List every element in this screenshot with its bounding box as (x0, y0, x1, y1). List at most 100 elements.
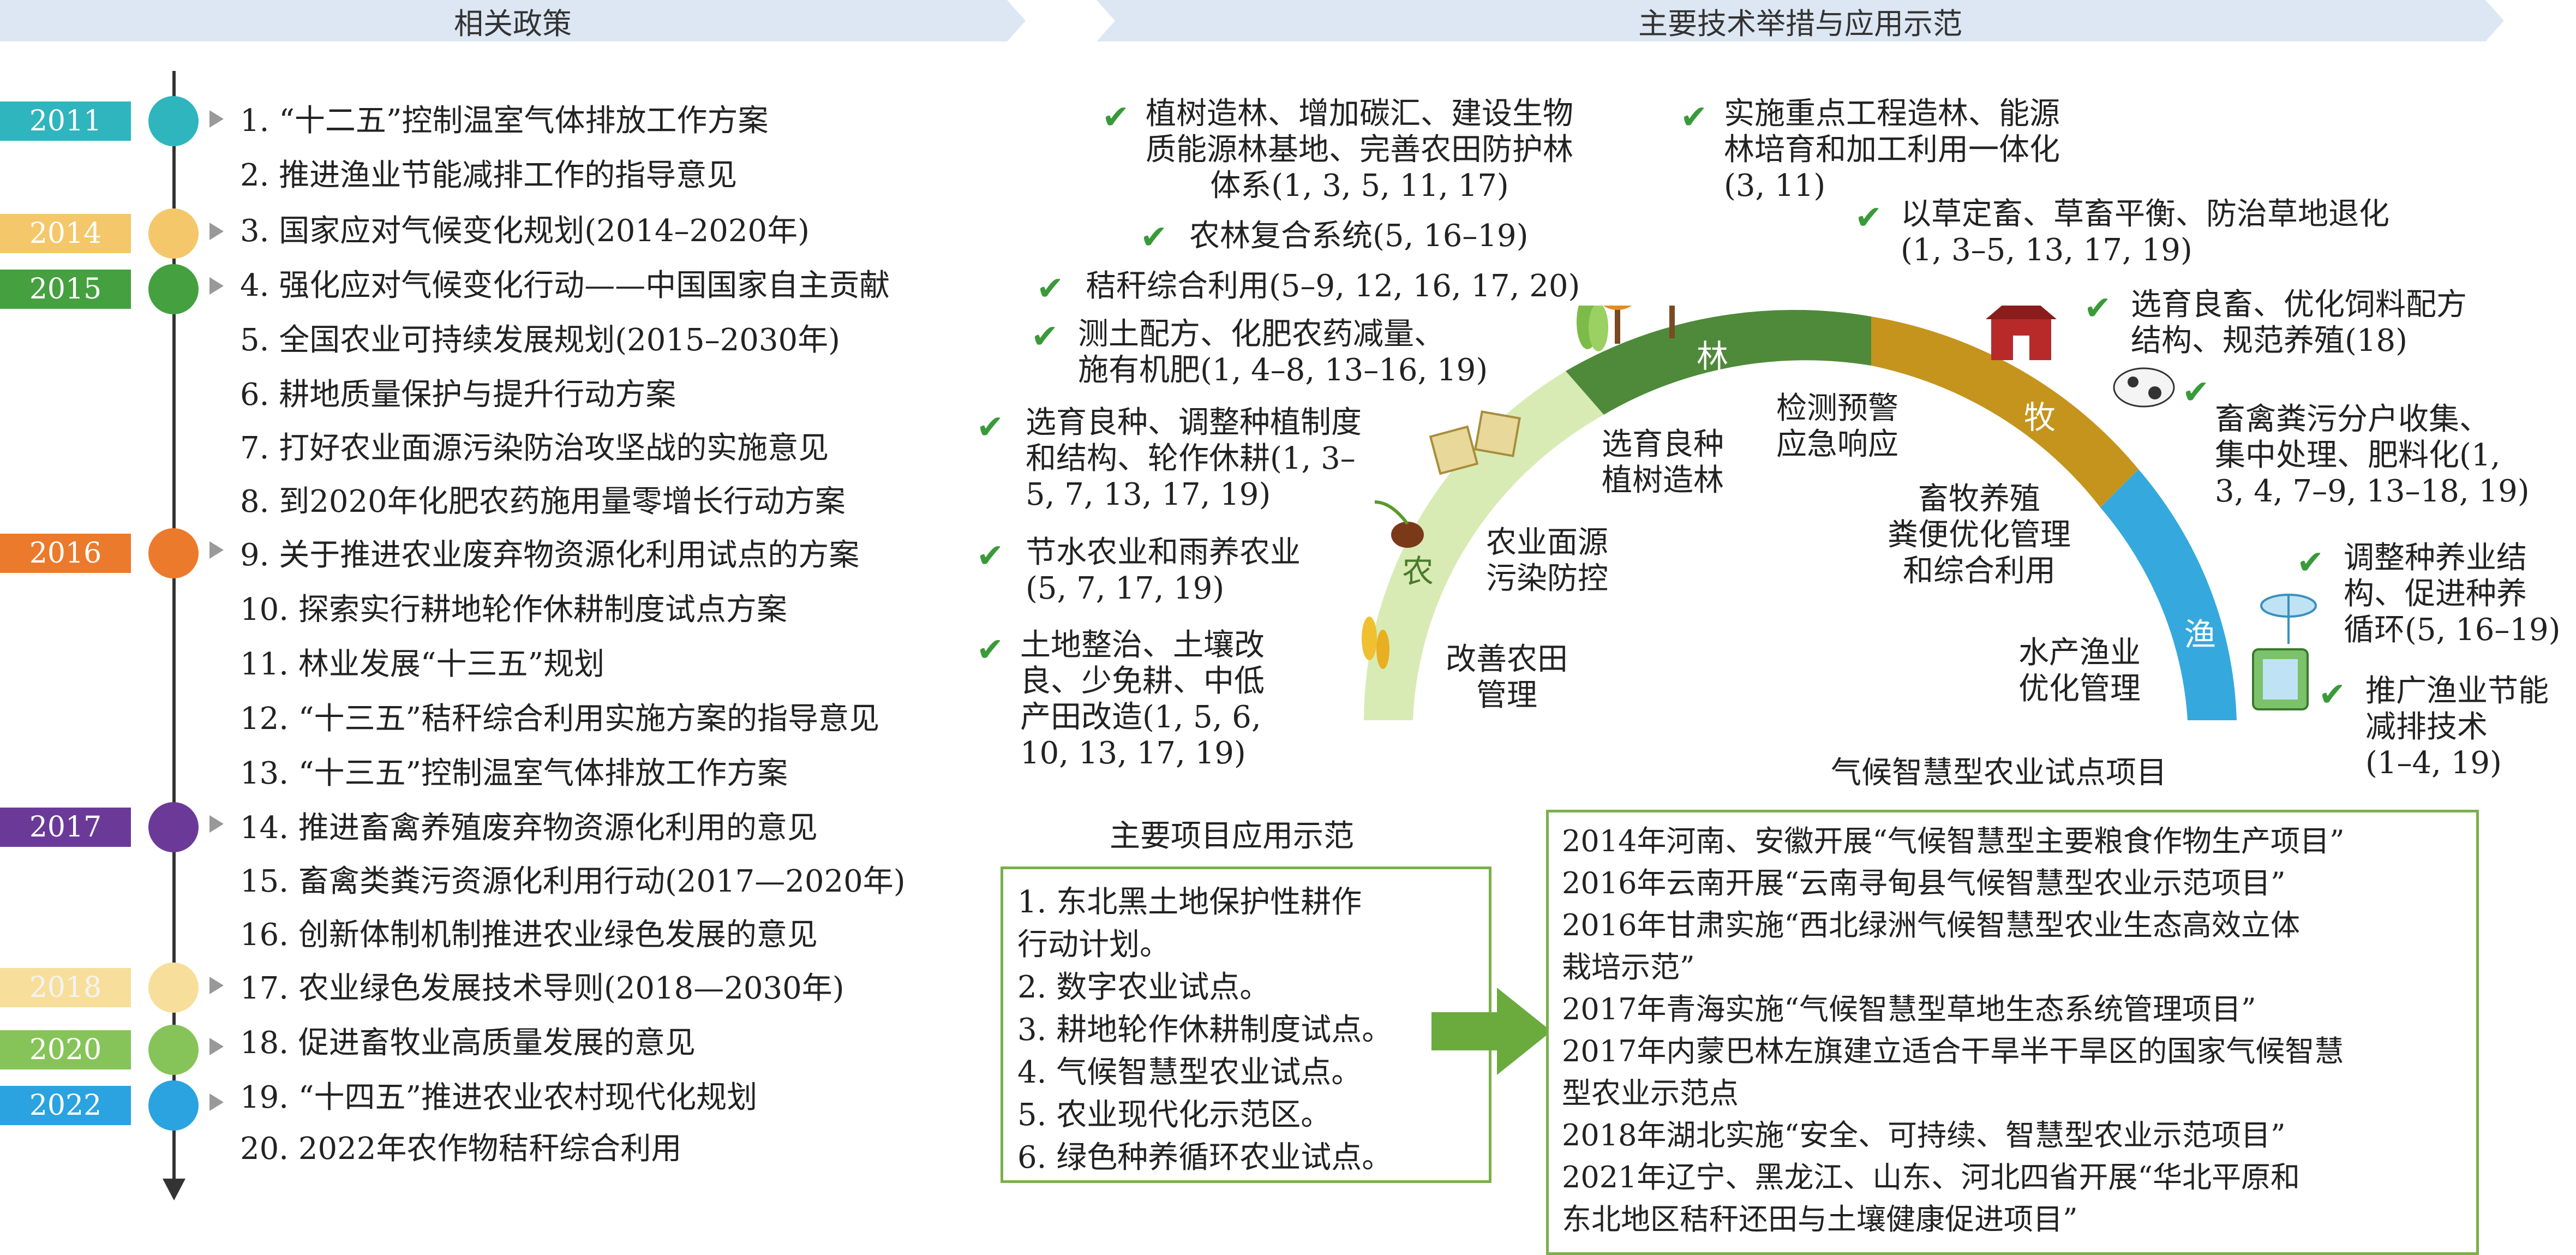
demo-item: 5. 农业现代化示范区。 (1017, 1097, 1332, 1133)
arrow-right-icon (209, 110, 224, 128)
measure-line: 体系(1, 3, 5, 11, 17) (1210, 168, 1509, 204)
measure-line: 3, 4, 7–9, 13–18, 19) (2215, 474, 2530, 509)
arc-segment-nong (1364, 371, 1604, 720)
year-badge-2011: 2011 (0, 101, 131, 141)
policy-item: 10. 探索实行耕地轮作休耕制度试点方案 (240, 592, 787, 628)
demo-item: 2. 数字农业试点。 (1017, 970, 1271, 1005)
inner-line: 选育良种 (1602, 427, 1724, 462)
policy-item: 19. “十四五”推进农业农村现代化规划 (240, 1080, 758, 1115)
fertilizer-bag-icon (1429, 410, 1521, 475)
policy-item: 11. 林业发展“十三五”规划 (240, 647, 605, 682)
tree-icon (1603, 306, 1632, 344)
policy-item: 20. 2022年农作物秸秆综合利用 (240, 1131, 682, 1167)
header-left-label: 相关政策 (454, 6, 572, 41)
inner-text-breeding: 选育良种植树造林 (1602, 427, 1724, 499)
year-badge-2022: 2022 (0, 1086, 131, 1125)
inner-text-livestock: 畜牧养殖粪便优化管理和综合利用 (1888, 481, 2071, 589)
year-label: 2015 (29, 273, 102, 306)
demo-item: 3. 耕地轮作休耕制度试点。 (1017, 1012, 1393, 1048)
check-icon: ✔ (1037, 270, 1064, 308)
header-related-policies: 相关政策 (0, 0, 1026, 41)
measure-line: 节水农业和雨养农业 (1026, 535, 1301, 570)
measure-line: 测土配方、化肥农药减量、 (1078, 316, 1445, 352)
measure-agroforestry: 农林复合系统(5, 16–19) (1189, 218, 1529, 254)
year-dot-2011 (148, 96, 199, 146)
measure-line: 植树造林、增加碳汇、建设生物 (1146, 96, 1573, 132)
year-badge-2018: 2018 (0, 968, 131, 1007)
year-label: 2011 (29, 105, 102, 138)
policy-item: 9. 关于推进农业废弃物资源化利用试点的方案 (240, 537, 860, 573)
policy-item: 16. 创新体制机制推进农业绿色发展的意见 (240, 917, 818, 953)
year-label: 2014 (29, 217, 102, 250)
arrow-right-icon (209, 977, 224, 994)
policy-item: 5. 全国农业可持续发展规划(2015–2030年) (240, 322, 840, 358)
measure-fishery-energy: 推广渔业节能减排技术(1–4, 19) (2365, 673, 2549, 781)
tree-icon (1669, 306, 1675, 338)
check-icon: ✔ (977, 631, 1004, 669)
measure-line: 畜禽粪污分户收集、 (2215, 402, 2490, 437)
year-dot-2017 (148, 802, 199, 852)
demo-item: 1. 东北黑土地保护性耕作 (1017, 885, 1362, 920)
year-label: 2020 (29, 1033, 102, 1066)
demo-list: 1. 东北黑土地保护性耕作 行动计划。 2. 数字农业试点。 3. 耕地轮作休耕… (1017, 881, 1392, 1179)
demo-item: 行动计划。 (1017, 927, 1170, 963)
pilot-box: 2014年河南、安徽开展“气候智慧型主要粮食作物生产项目” 2016年云南开展“… (1546, 810, 2479, 1255)
measure-line: 和结构、轮作休耕(1, 3– (1026, 441, 1356, 476)
barn-icon (1986, 306, 2057, 360)
measure-manure: 畜禽粪污分户收集、集中处理、肥料化(1,3, 4, 7–9, 13–18, 19… (2215, 402, 2530, 510)
pilot-item: 2021年辽宁、黑龙江、山东、河北四省开展“华北平原和 (1562, 1160, 2301, 1194)
timeline-axis (172, 71, 176, 1184)
check-icon: ✔ (1680, 98, 1708, 136)
year-dot-2016 (148, 528, 199, 578)
arrow-right-icon (209, 1038, 224, 1055)
measure-line: 构、促进种养 (2344, 576, 2527, 612)
year-label: 2017 (29, 811, 102, 844)
arc-label-lin: 林 (1697, 338, 1729, 375)
aquaculture-icon (2260, 594, 2317, 644)
header-main-measures: 主要技术举措与应用示范 (1097, 0, 2504, 41)
check-icon: ✔ (977, 408, 1004, 446)
arrow-right-icon (1431, 988, 1551, 1075)
policy-item: 12. “十三五”秸秆综合利用实施方案的指导意见 (240, 701, 880, 737)
measure-line: 调整种养业结 (2344, 540, 2527, 576)
year-badge-2020: 2020 (0, 1030, 131, 1069)
policy-item: 18. 促进畜牧业高质量发展的意见 (240, 1025, 696, 1061)
inner-line: 污染防控 (1486, 561, 1608, 596)
arc-segment-yu (2100, 469, 2237, 720)
check-icon: ✔ (2182, 373, 2210, 411)
year-label: 2022 (29, 1089, 102, 1122)
arc-segment-mu (1871, 316, 2138, 507)
header-right-label: 主要技术举措与应用示范 (1638, 6, 1962, 41)
arrow-right-icon (209, 223, 224, 240)
pilot-item: 2016年甘肃实施“西北绿洲气候智慧型农业生态高效立体 (1562, 908, 2301, 942)
measure-livestock-breeding: 选育良畜、优化饲料配方结构、规范养殖(18) (2131, 287, 2467, 359)
measure-line: (3, 11) (1724, 168, 1826, 204)
sector-arc-diagram (1362, 306, 2237, 720)
measure-line: 产田改造(1, 5, 6, (1020, 700, 1261, 735)
year-dot-2015 (148, 264, 199, 314)
check-icon: ✔ (1140, 218, 1168, 256)
year-badge-2016: 2016 (0, 534, 131, 573)
corn-icon (1362, 617, 1389, 669)
measure-water-saving: 节水农业和雨养农业(5, 7, 17, 19) (1026, 535, 1301, 607)
pilot-title: 气候智慧型农业试点项目 (1831, 755, 2167, 791)
pilot-item: 栽培示范” (1562, 950, 1695, 984)
inner-line: 和综合利用 (1903, 553, 2056, 589)
measure-afforestation: 植树造林、增加碳汇、建设生物质能源林基地、完善农田防护林体系(1, 3, 5, … (1146, 96, 1573, 204)
measure-line: 林培育和加工利用一体化 (1724, 132, 2060, 168)
measure-fertilizer: 测土配方、化肥农药减量、施有机肥(1, 4–8, 13–16, 19) (1078, 316, 1488, 389)
pilot-item: 2014年河南、安徽开展“气候智慧型主要粮食作物生产项目” (1562, 824, 2345, 858)
check-icon: ✔ (1102, 98, 1130, 136)
measure-line: 推广渔业节能 (2365, 673, 2549, 709)
pilot-item: 2017年青海实施“气候智慧型草地生态系统管理项目” (1562, 992, 2256, 1026)
inner-line: 应急响应 (1776, 427, 1898, 462)
inner-line: 畜牧养殖 (1918, 481, 2040, 517)
measure-straw: 秸秆综合利用(5–9, 12, 16, 17, 20) (1086, 268, 1580, 304)
pilot-item: 型农业示范点 (1562, 1076, 1739, 1110)
cow-icon (2113, 367, 2175, 408)
seedling-icon (1374, 500, 1424, 548)
check-icon: ✔ (2319, 676, 2346, 714)
measure-line: 质能源林基地、完善农田防护林 (1146, 132, 1573, 168)
measure-line: 循环(5, 16–19) (2344, 612, 2561, 648)
check-icon: ✔ (977, 537, 1004, 575)
